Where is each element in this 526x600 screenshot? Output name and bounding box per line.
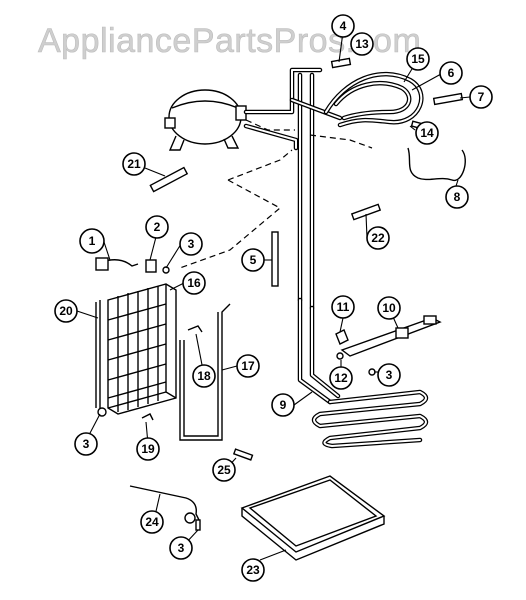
- callout-5-label: 5: [250, 253, 257, 267]
- callout-16: 16: [182, 271, 206, 295]
- callout-3-relay: 3: [179, 232, 203, 256]
- callout-17: 17: [236, 354, 260, 378]
- callout-4-label: 4: [340, 19, 347, 33]
- callout-1-label: 1: [89, 234, 96, 248]
- callout-9: 9: [271, 393, 295, 417]
- callout-24-label: 24: [145, 515, 159, 529]
- capillary-tube-part: [407, 147, 466, 181]
- strap-24-part: [129, 485, 201, 531]
- callout-7: 7: [469, 85, 493, 109]
- callout-8-label: 8: [454, 190, 461, 204]
- callout-2: 2: [145, 215, 169, 239]
- callout-15: 15: [406, 47, 430, 71]
- bracket-10-part: [340, 315, 442, 357]
- callout-18: 18: [192, 364, 216, 388]
- callout-12: 12: [329, 366, 353, 390]
- callout-23-label: 23: [246, 563, 260, 577]
- callout-1: 1: [79, 228, 105, 254]
- heater-wire-part: [179, 303, 231, 441]
- callout-20: 20: [54, 299, 78, 323]
- drier-part: [432, 92, 464, 106]
- callout-10: 10: [377, 296, 401, 320]
- callout-8: 8: [445, 185, 469, 209]
- callout-21: 21: [122, 152, 146, 176]
- callout-5: 5: [241, 248, 265, 272]
- callout-10-label: 10: [382, 301, 396, 315]
- callout-11: 11: [331, 295, 355, 319]
- plug-25-part: [232, 448, 254, 461]
- evaporator-part: [95, 283, 177, 415]
- callout-21-label: 21: [127, 157, 141, 171]
- callout-2-label: 2: [154, 220, 161, 234]
- callout-19-label: 19: [141, 442, 155, 456]
- callout-3-evaporator: 3: [74, 432, 98, 456]
- callout-23: 23: [241, 558, 265, 582]
- callout-3-strap-label: 3: [178, 541, 185, 555]
- screw-12-part: [336, 352, 344, 360]
- callout-9-label: 9: [280, 398, 287, 412]
- callout-3-bracket: 3: [377, 363, 401, 387]
- callout-3-bracket-label: 3: [386, 368, 393, 382]
- callout-7-label: 7: [478, 90, 485, 104]
- callout-17-label: 17: [241, 359, 255, 373]
- callout-25: 25: [212, 458, 236, 482]
- callout-15-label: 15: [411, 52, 425, 66]
- bracket-11-part: [335, 329, 349, 345]
- callout-20-label: 20: [59, 304, 73, 318]
- clip-18-part: [187, 325, 203, 333]
- callout-6: 6: [439, 61, 463, 85]
- callout-14-label: 14: [420, 126, 434, 140]
- callout-22-label: 22: [371, 231, 385, 245]
- clip-19-part: [141, 413, 154, 421]
- callout-19: 19: [136, 437, 160, 461]
- callout-22: 22: [366, 226, 390, 250]
- callout-16-label: 16: [187, 276, 201, 290]
- callout-13-label: 13: [355, 37, 369, 51]
- callout-14: 14: [415, 121, 439, 145]
- tube-5-part: [271, 231, 279, 287]
- callout-13: 13: [350, 32, 374, 56]
- tube-22-part: [350, 203, 382, 221]
- condenser-coil-part: [297, 297, 429, 449]
- wiring-dashes: [179, 119, 373, 269]
- callout-18-label: 18: [197, 369, 211, 383]
- callout-11-label: 11: [337, 300, 350, 314]
- tube-21-part: [149, 166, 189, 193]
- compressor-part: [164, 89, 247, 151]
- refrigerant-tubing: [243, 67, 343, 311]
- callout-24: 24: [140, 510, 164, 534]
- callout-12-label: 12: [334, 371, 348, 385]
- heat-exchanger-loop: [323, 71, 424, 128]
- callout-25-label: 25: [217, 463, 231, 477]
- callout-3-relay-label: 3: [188, 237, 195, 251]
- relay-assembly-part: [95, 257, 170, 274]
- fitting-13-part: [330, 57, 352, 69]
- callout-3-evaporator-label: 3: [83, 437, 90, 451]
- callout-6-label: 6: [448, 66, 455, 80]
- callout-4: 4: [331, 14, 355, 38]
- callout-3-strap: 3: [169, 536, 193, 560]
- drain-pan-part: [240, 475, 386, 561]
